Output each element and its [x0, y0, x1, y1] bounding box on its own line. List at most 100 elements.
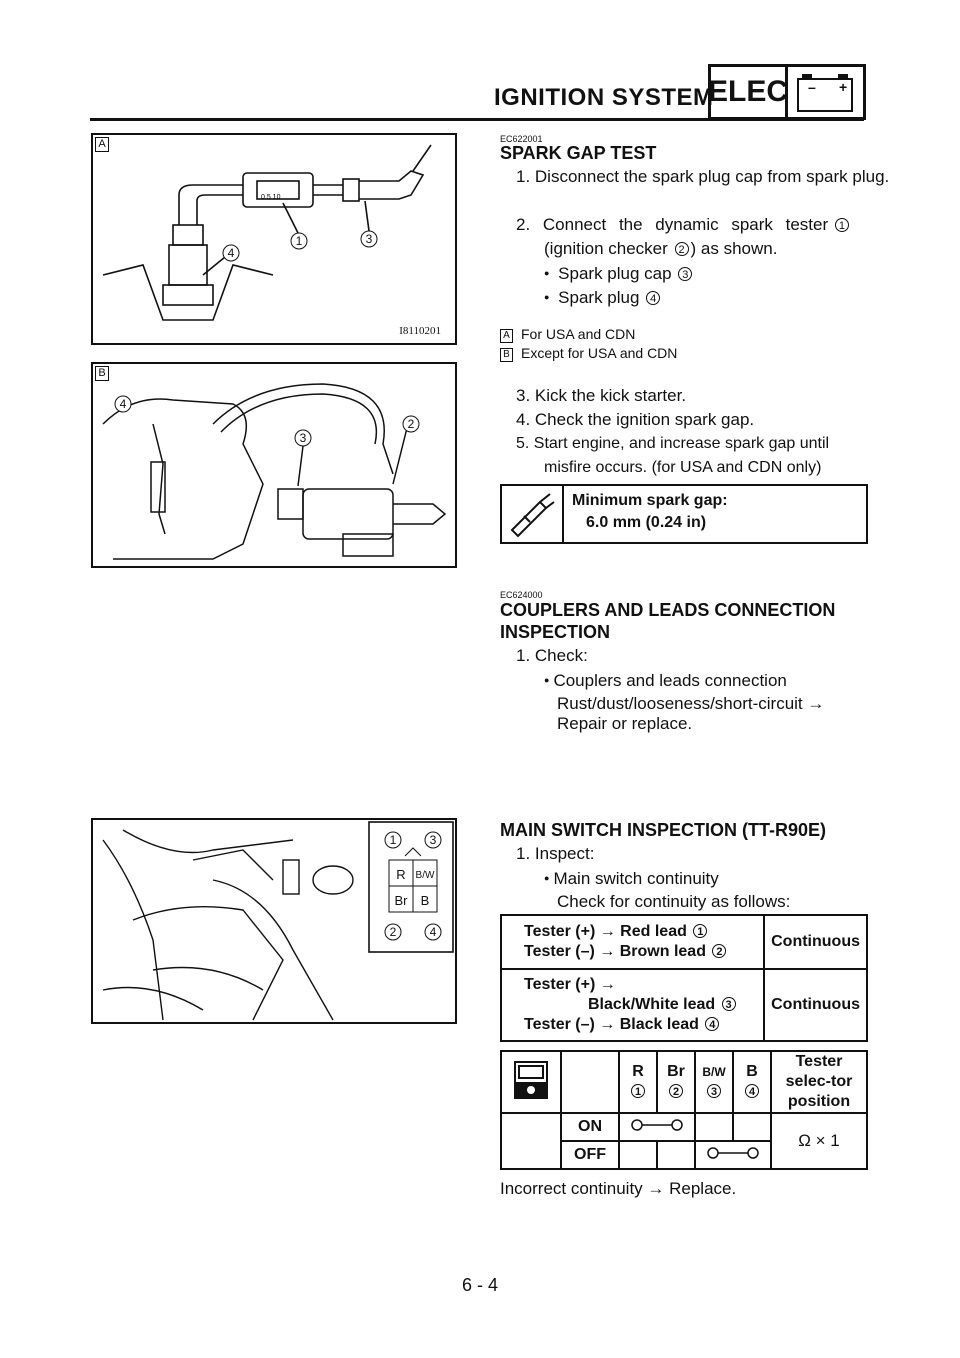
spec-box: Minimum spark gap: 6.0 mm (0.24 in): [500, 484, 868, 544]
tester-text: Tester (+) → Red lead: [524, 923, 687, 940]
grid-empty: [694, 1112, 734, 1142]
note-a: A For USA and CDN: [500, 325, 635, 344]
grid-corner: [560, 1050, 620, 1114]
tester-line: Tester (–) → Black lead 4: [524, 1015, 757, 1035]
grid-empty: [618, 1140, 658, 1170]
step-1: 1. Check:: [516, 646, 588, 665]
continuity-link-icon: [707, 1146, 759, 1159]
callout-3: 3: [430, 833, 437, 847]
bullet-couplers: Couplers and leads connection: [544, 668, 787, 693]
caliper-icon: [510, 493, 555, 538]
section-code: EC624000: [500, 590, 543, 600]
spark-tester-illustration: 0 5 10 1 3 4: [102, 144, 432, 321]
step-2-text: (ignition checker: [544, 239, 668, 258]
continuity-link-icon: [631, 1118, 683, 1131]
note-tag: A: [500, 329, 513, 343]
col-bw: B/W 3: [694, 1050, 734, 1114]
continuity-bw-b: [694, 1140, 772, 1170]
figure-spark-tester-export: B 4 3 2: [91, 362, 457, 568]
meter-scale: 0 5 10: [261, 194, 281, 201]
tester-table: Tester (+) → Red lead 1 Tester (–) → Bro…: [499, 914, 868, 1042]
page-number: 6 - 4: [461, 1275, 499, 1295]
result-cell: Continuous: [763, 914, 868, 970]
col-label: B: [746, 1063, 758, 1080]
spec-label: Minimum spark gap:: [572, 492, 728, 509]
callout-2: 2: [390, 925, 397, 939]
tester-icon-cell: [500, 1050, 562, 1114]
bullet-text: Couplers and leads connection: [553, 671, 787, 690]
bullet-main-switch: Main switch continuity: [544, 866, 719, 891]
battery-minus: –: [808, 79, 816, 95]
row-label-on: ON: [560, 1112, 620, 1142]
battery-icon: – +: [788, 64, 866, 120]
step-1: 1. Disconnect the spark plug cap from sp…: [516, 167, 890, 186]
page-title: IGNITION SYSTEM: [494, 84, 714, 111]
col-br: Br 2: [656, 1050, 696, 1114]
bullet-text: Spark plug cap: [558, 264, 672, 283]
callout-ref: 3: [707, 1084, 721, 1098]
continuity-r-br: [618, 1112, 696, 1142]
callout-ref: 1: [693, 924, 708, 938]
step-4: 4. Check the ignition spark gap.: [516, 410, 755, 429]
pin-r: R: [396, 867, 405, 882]
bullet-spark-plug-cap: Spark plug cap 3: [544, 261, 694, 286]
callout-3: 3: [366, 232, 373, 246]
tester-cell: Tester (+) → Black/White lead 3 Tester (…: [499, 968, 766, 1042]
check-line-2: Repair or replace.: [557, 714, 693, 733]
spec-value: 6.0 mm (0.24 in): [586, 514, 707, 531]
step-2-text: 2. Connect the dynamic spark tester: [516, 215, 829, 234]
callout-ref: 4: [646, 291, 661, 305]
col-label: B/W: [702, 1065, 726, 1079]
col-label: Br: [667, 1063, 685, 1080]
tester-text: Black/White lead: [588, 996, 716, 1013]
note-text: For USA and CDN: [521, 326, 636, 342]
grid-empty: [500, 1112, 562, 1170]
callout-4: 4: [228, 246, 235, 260]
callout-ref: 1: [631, 1084, 645, 1098]
step-5: 5. Start engine, and increase spark gap …: [516, 435, 830, 476]
bullet-text: Main switch continuity: [553, 869, 719, 888]
callout-4: 4: [430, 925, 437, 939]
step-2: 2. Connect the dynamic spark tester 1: [516, 213, 868, 237]
header-rule: [90, 118, 864, 121]
callout-3: 3: [300, 431, 307, 445]
section-title-main-switch: MAIN SWITCH INSPECTION (TT-R90E): [500, 820, 827, 840]
selector-value: Ω × 1: [770, 1112, 868, 1170]
callout-ref: 2: [669, 1084, 683, 1098]
battery-plus: +: [839, 79, 848, 95]
tester-line: Tester (+) →: [524, 976, 616, 993]
step-2-text: ) as shown.: [690, 239, 778, 258]
callout-ref: 2: [674, 242, 689, 256]
note-text: Except for USA and CDN: [521, 345, 678, 361]
callout-ref: 4: [705, 1017, 720, 1031]
callout-ref: 4: [745, 1084, 759, 1098]
figure-tag: A: [95, 137, 109, 152]
note-tag: B: [500, 348, 513, 362]
pin-bw: B/W: [416, 870, 435, 881]
table-row: Tester (+) → Black/White lead 3 Tester (…: [499, 968, 868, 1042]
section-title-couplers-2: INSPECTION: [500, 622, 611, 642]
callout-ref: 2: [712, 944, 727, 958]
pin-b: B: [421, 893, 430, 908]
figure-main-switch: 1 3 R B/W Br B 2 4: [91, 818, 457, 1024]
engine-tester-illustration: 4 3 2: [102, 383, 447, 560]
note-b: B Except for USA and CDN: [500, 344, 677, 363]
result-cell: Continuous: [763, 968, 868, 1042]
tester-cell: Tester (+) → Red lead 1 Tester (–) → Bro…: [499, 914, 766, 970]
tester-text: Tester (–) → Brown lead: [524, 943, 706, 960]
row-label-off: OFF: [560, 1140, 620, 1170]
check-line: Check for continuity as follows:: [557, 892, 791, 911]
bullet-spark-plug: Spark plug 4: [544, 285, 662, 310]
step-3: 3. Kick the kick starter.: [516, 386, 687, 405]
grid-empty: [732, 1112, 772, 1142]
step-1: 1. Inspect:: [516, 844, 595, 863]
bullet-text: Spark plug: [558, 288, 640, 307]
callout-2: 2: [408, 417, 415, 431]
tester-line: Tester (+) → Red lead 1: [524, 922, 757, 942]
callout-4: 4: [120, 397, 127, 411]
section-title-spark-gap: SPARK GAP TEST: [500, 143, 657, 163]
spec-divider: [562, 486, 564, 542]
